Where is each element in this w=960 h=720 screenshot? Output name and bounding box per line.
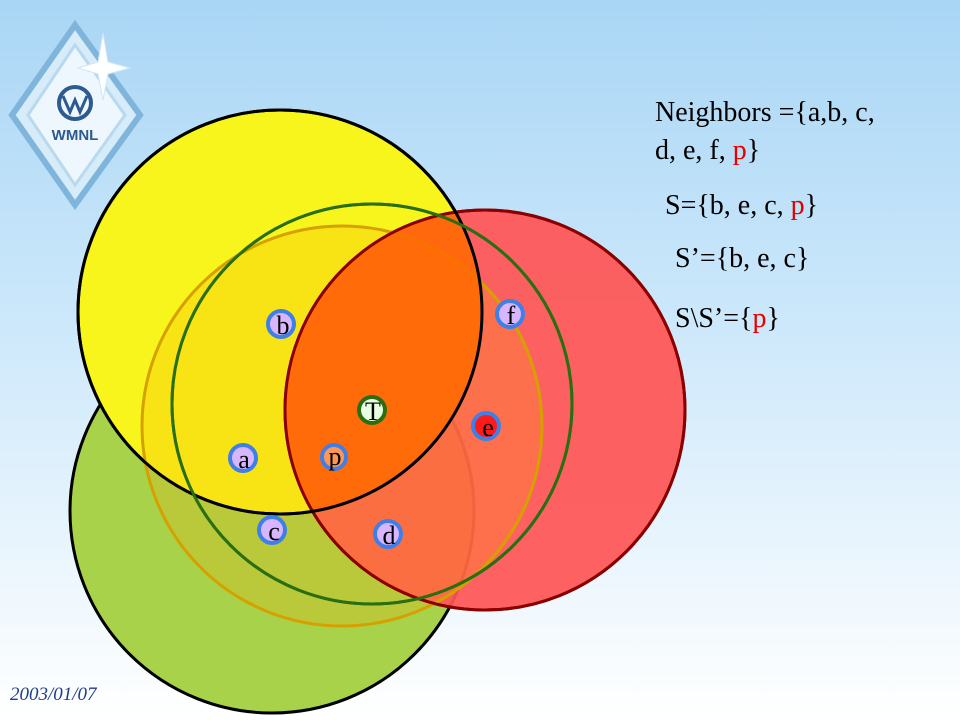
node-p-label: p	[329, 442, 342, 471]
node-e: e	[471, 411, 501, 442]
node-T-label: T	[365, 397, 381, 426]
node-T: T	[357, 395, 387, 426]
node-f-label: f	[507, 301, 516, 330]
nodes: b f T e a p c d	[228, 299, 525, 550]
node-c: c	[257, 515, 287, 546]
set-difference-prefix: S\S’={	[675, 303, 753, 334]
node-a-label: a	[238, 445, 250, 474]
footer-date: 2003/01/07	[10, 684, 97, 705]
set-difference-suffix: }	[766, 303, 780, 334]
network-emblem-icon	[57, 85, 93, 121]
set-s-prime: S’={b, e, c}	[675, 243, 810, 274]
node-a: a	[228, 443, 258, 474]
set-difference-highlight-p: p	[752, 303, 767, 334]
neighbors-line-2: d, e, f, p}	[655, 134, 760, 168]
set-s: S={b, e, c, p}	[665, 189, 818, 223]
node-p: p	[320, 442, 348, 471]
set-s-suffix: }	[804, 190, 819, 221]
star-sparkle-icon	[76, 32, 132, 101]
set-difference: S\S’={p}	[675, 302, 780, 336]
neighbors-line-2-prefix: d, e, f,	[655, 135, 733, 166]
node-b-label: b	[277, 311, 290, 340]
wmnl-logo: WMNL	[8, 19, 144, 211]
node-f: f	[495, 299, 525, 330]
logo-text: WMNL	[52, 127, 99, 144]
node-b: b	[266, 309, 296, 340]
set-s-prefix: S={b, e, c,	[665, 190, 791, 221]
neighbors-highlight-p: p	[732, 135, 747, 166]
node-e-label: e	[482, 413, 494, 442]
set-s-highlight-p: p	[790, 190, 805, 221]
neighbors-line-1: Neighbors ={a,b, c,	[655, 97, 875, 128]
node-d: d	[373, 519, 403, 550]
neighbors-line-2-suffix: }	[746, 135, 761, 166]
node-c-label: c	[268, 517, 280, 546]
node-d-label: d	[383, 521, 396, 550]
